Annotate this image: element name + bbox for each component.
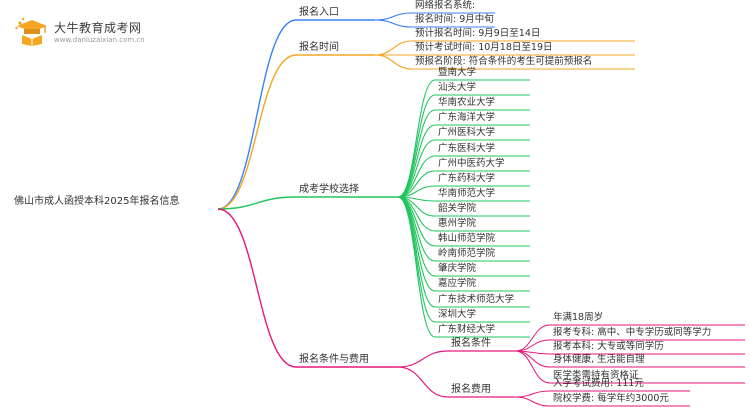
leaf-label-schools: 广东海洋大学 bbox=[438, 112, 496, 123]
leaf-label-entry: 报名时间: 9月中旬 bbox=[415, 14, 494, 25]
connector-schools-leaf bbox=[397, 196, 436, 338]
site-logo[interactable]: 大牛教育成考网 www.daniuzaixian.com.cn bbox=[14, 17, 194, 49]
connector-root-entry bbox=[217, 19, 297, 210]
leaf-label-schools: 深圳大学 bbox=[438, 309, 477, 320]
connector-schools-leaf bbox=[397, 79, 436, 198]
branch-label-entry: 报名入口 bbox=[299, 7, 339, 18]
leaf-label-schools: 广州中医药大学 bbox=[438, 158, 505, 169]
leaf-label-schools: 韩山师范学院 bbox=[438, 233, 496, 244]
connector-entry-leaf bbox=[374, 12, 413, 21]
leaf-label-schools: 广东医科大学 bbox=[438, 143, 496, 154]
connector-fee-leaf bbox=[514, 390, 551, 398]
leaf-label-req: 身体健康, 生活能自理 bbox=[553, 354, 645, 365]
subbranch-label-req: 报名条件 bbox=[451, 338, 491, 349]
graduation-cap-book-icon bbox=[15, 17, 47, 46]
branch-label-schools: 成考学校选择 bbox=[299, 184, 359, 195]
leaf-label-schools: 惠州学院 bbox=[438, 218, 477, 229]
connector-req-leaf bbox=[514, 324, 551, 352]
leaf-label-schools: 广东财经大学 bbox=[438, 324, 496, 335]
connector-req-leaf bbox=[514, 350, 551, 384]
leaf-label-fee: 入学考试费用: 111元 bbox=[553, 378, 644, 389]
connector-conditions-fee bbox=[397, 366, 449, 398]
logo-brand-name: 大牛教育成考网 bbox=[54, 21, 142, 35]
leaf-label-schools: 广东技术师范大学 bbox=[438, 294, 515, 305]
connector-root-conditions bbox=[217, 208, 297, 368]
branch-label-conditions: 报名条件与费用 bbox=[299, 354, 369, 365]
leaf-label-schools: 汕头大学 bbox=[438, 82, 477, 93]
leaf-label-req: 报考本科: 大专或等同学历 bbox=[553, 341, 664, 352]
logo-domain: www.daniuzaixian.com.cn bbox=[54, 36, 145, 44]
connector-schools-leaf bbox=[397, 94, 436, 198]
leaf-label-fee: 院校学费: 每学年约3000元 bbox=[553, 393, 669, 404]
connector-time-leaf bbox=[374, 54, 413, 70]
leaf-label-req: 报考专科: 高中、中专学历或同等学力 bbox=[553, 327, 712, 338]
leaf-label-req: 医学类需持有资格证 bbox=[553, 370, 639, 381]
leaf-label-schools: 肇庆学院 bbox=[438, 263, 477, 274]
leaf-label-schools: 岭南师范学院 bbox=[438, 248, 496, 259]
leaf-label-schools: 韶关学院 bbox=[438, 203, 477, 214]
leaf-label-schools: 广州医科大学 bbox=[438, 127, 496, 138]
leaf-label-entry: 网络报名系统: bbox=[415, 0, 476, 11]
connector-time-leaf bbox=[374, 40, 413, 56]
connector-schools-leaf bbox=[397, 109, 436, 198]
subbranch-label-fee: 报名费用 bbox=[451, 384, 491, 395]
leaf-label-schools: 广东药科大学 bbox=[438, 173, 496, 184]
connector-fee-leaf bbox=[514, 396, 551, 407]
leaf-label-schools: 嘉应学院 bbox=[438, 278, 477, 289]
leaf-label-req: 年满18周岁 bbox=[553, 312, 604, 323]
branch-label-time: 报名时间 bbox=[299, 42, 339, 53]
connector-conditions-req bbox=[397, 350, 449, 368]
connector-root-time bbox=[217, 54, 297, 210]
connector-req-leaf bbox=[514, 339, 551, 352]
leaf-label-time: 预报名阶段: 符合条件的考生可提前预报名 bbox=[415, 56, 593, 67]
leaf-label-schools: 华南农业大学 bbox=[438, 97, 496, 108]
root-node-label: 佛山市成人函授本科2025年报名信息 bbox=[14, 196, 180, 207]
connector-entry-leaf bbox=[374, 19, 413, 28]
leaf-label-time: 预计报名时间: 9月9日至14日 bbox=[415, 28, 541, 39]
leaf-label-schools: 暨南大学 bbox=[438, 67, 477, 78]
leaf-label-schools: 华南师范大学 bbox=[438, 188, 496, 199]
connector-root-schools bbox=[217, 196, 297, 210]
leaf-label-time: 预计考试时间: 10月18日至19日 bbox=[415, 42, 553, 53]
